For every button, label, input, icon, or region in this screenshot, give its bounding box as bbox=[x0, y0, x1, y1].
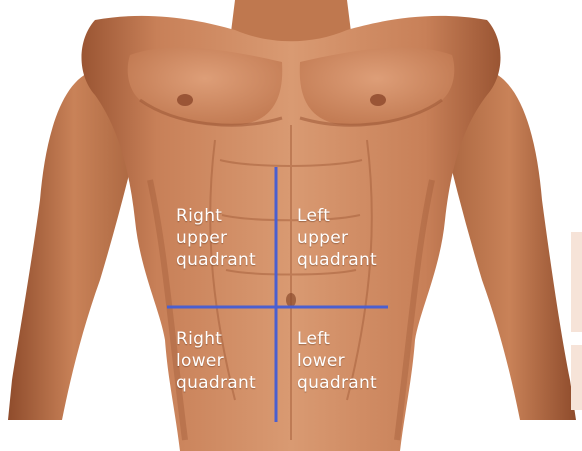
edge-strip-upper bbox=[571, 232, 582, 332]
lul-line-2: upper bbox=[297, 227, 377, 249]
edge-strip-lower bbox=[571, 345, 582, 410]
lll-line-2: lower bbox=[297, 350, 377, 372]
navel bbox=[286, 293, 296, 307]
left-nipple bbox=[370, 94, 386, 106]
right-nipple bbox=[177, 94, 193, 106]
left-upper-quadrant-label: Left upper quadrant bbox=[297, 205, 377, 271]
lul-line-1: Left bbox=[297, 205, 377, 227]
rul-line-3: quadrant bbox=[176, 249, 256, 271]
right-upper-quadrant-label: Right upper quadrant bbox=[176, 205, 256, 271]
lll-line-3: quadrant bbox=[297, 372, 377, 394]
lll-line-1: Left bbox=[297, 328, 377, 350]
lul-line-3: quadrant bbox=[297, 249, 377, 271]
right-lower-quadrant-label: Right lower quadrant bbox=[176, 328, 256, 394]
rll-line-1: Right bbox=[176, 328, 256, 350]
rul-line-2: upper bbox=[176, 227, 256, 249]
rll-line-3: quadrant bbox=[176, 372, 256, 394]
left-lower-quadrant-label: Left lower quadrant bbox=[297, 328, 377, 394]
rul-line-1: Right bbox=[176, 205, 256, 227]
rll-line-2: lower bbox=[176, 350, 256, 372]
